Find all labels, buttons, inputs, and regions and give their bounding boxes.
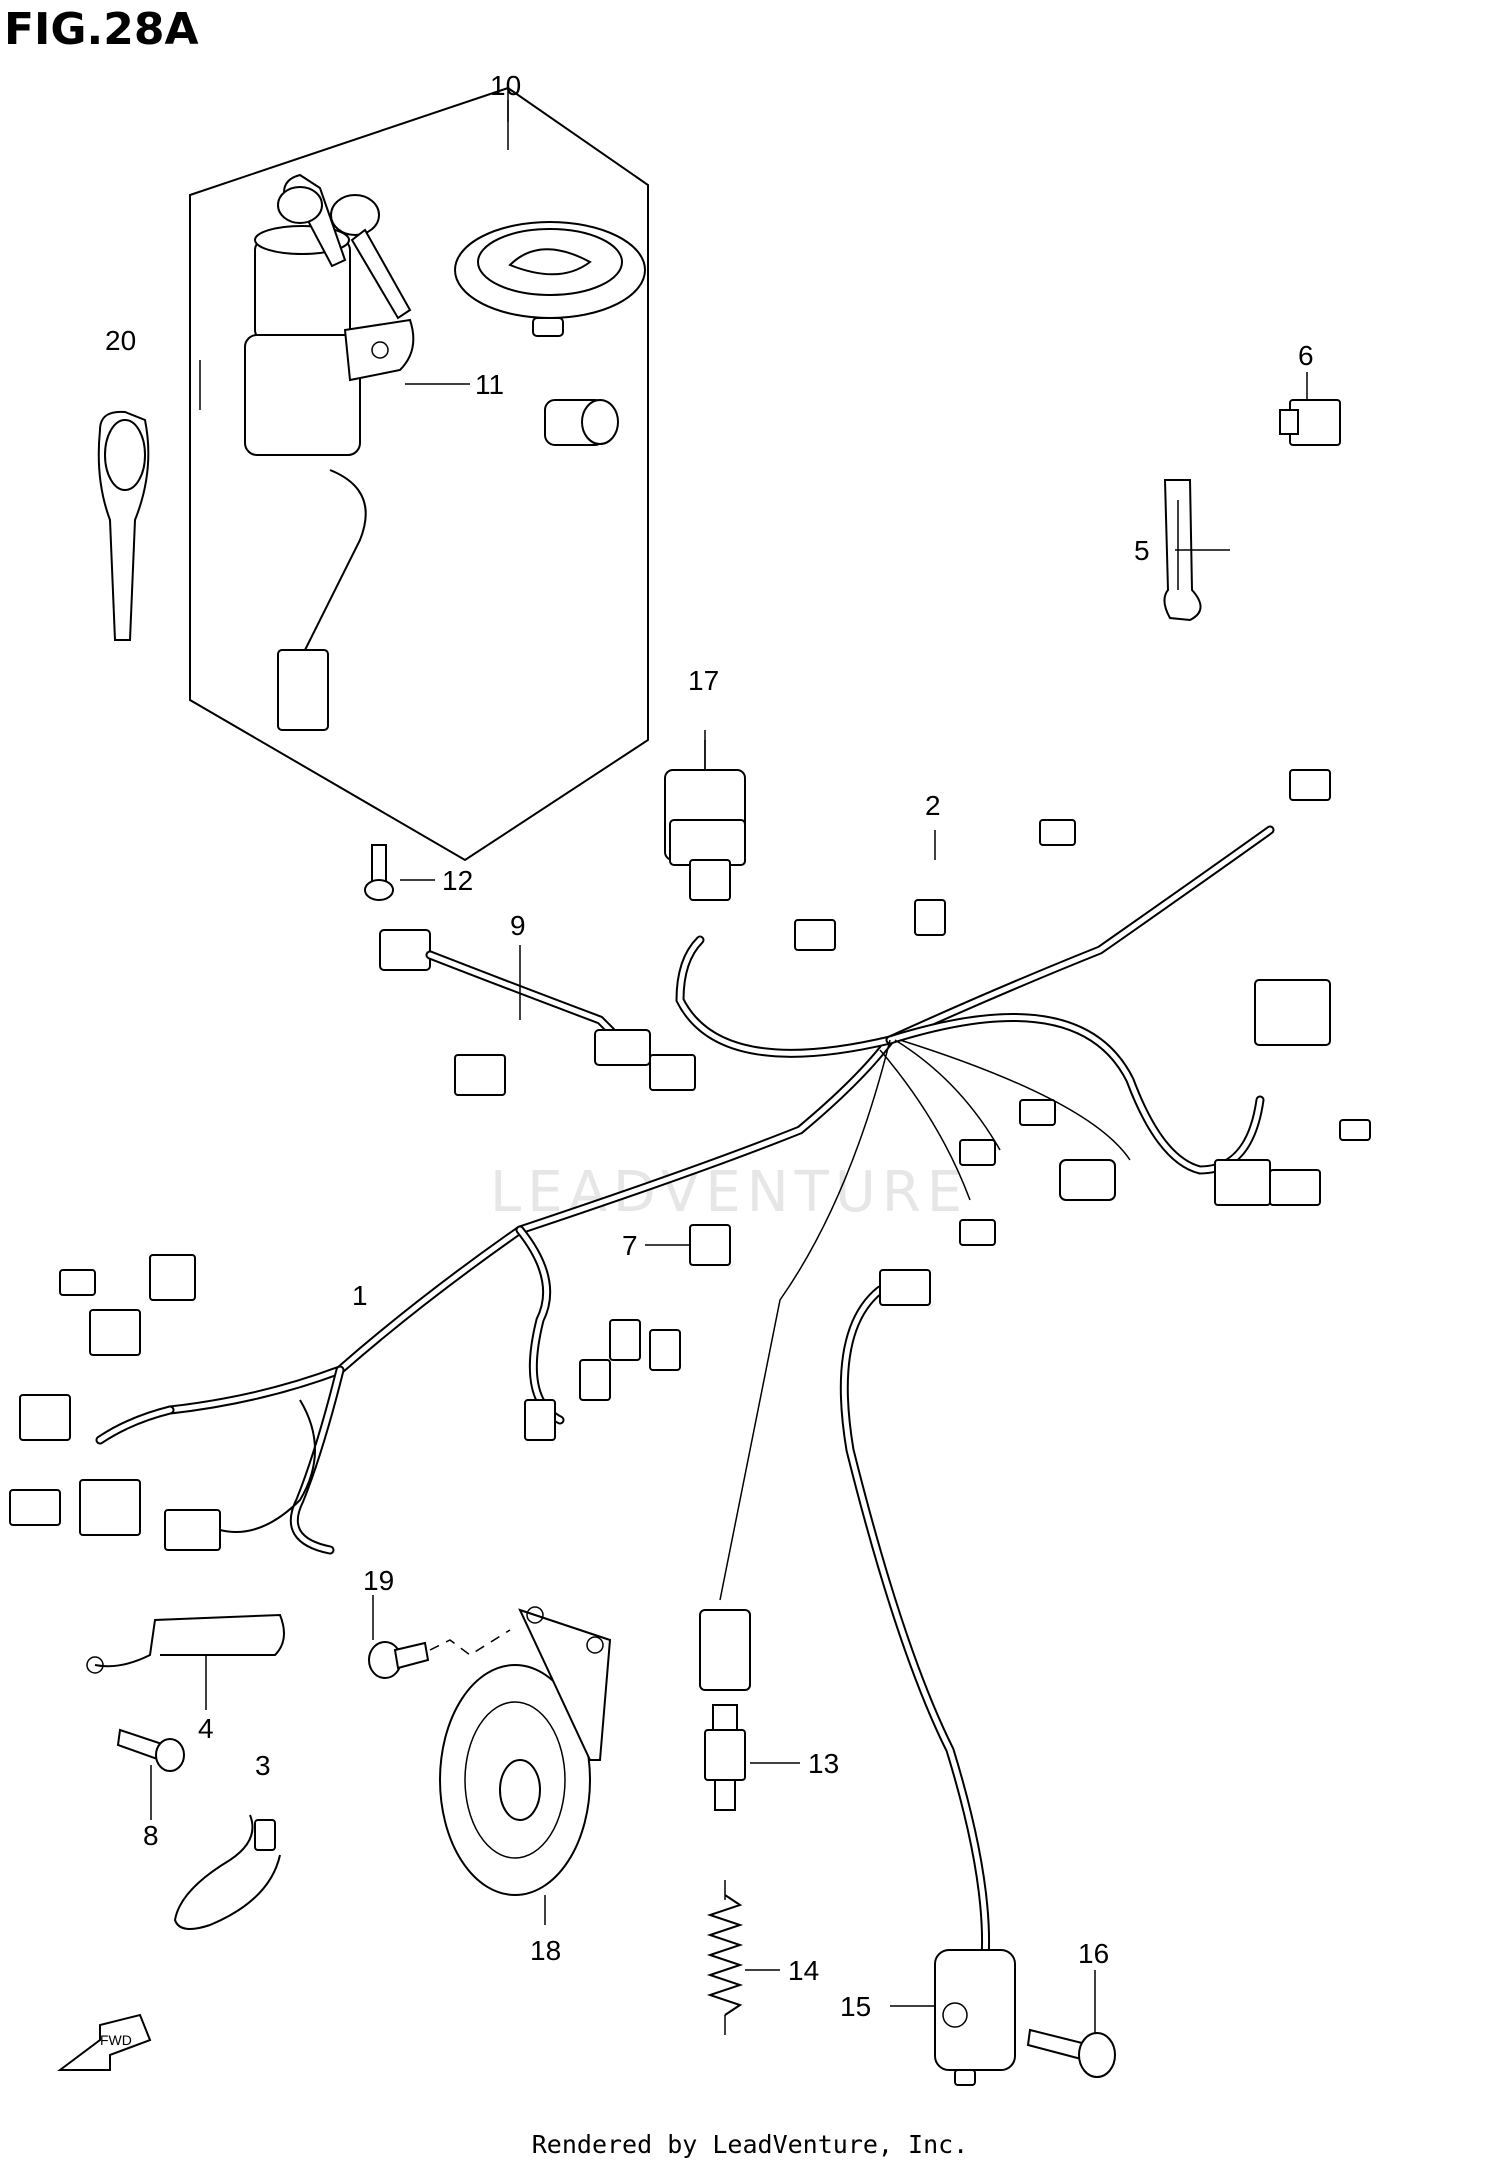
callout-19: 19 (363, 1565, 394, 1596)
callout-14: 14 (788, 1955, 819, 1986)
spare-key[interactable] (97, 410, 150, 641)
callout-7: 7 (622, 1230, 638, 1261)
callout-13: 13 (808, 1748, 839, 1779)
lock-cylinder[interactable] (544, 399, 619, 446)
bolt-16[interactable] (1026, 2028, 1116, 2078)
callout-3: 3 (255, 1750, 271, 1781)
callout-17: 17 (688, 665, 719, 696)
bolt-19[interactable] (368, 1629, 511, 1679)
side-stand-switch[interactable] (839, 1269, 1016, 2086)
sub-harness[interactable] (379, 929, 651, 1066)
bolt-8[interactable] (116, 1728, 185, 1772)
forward-arrow-icon (57, 2013, 152, 2071)
callout-16: 16 (1078, 1938, 1109, 1969)
callout-8: 8 (143, 1820, 159, 1851)
callout-12: 12 (442, 865, 473, 896)
leader-lines (150, 100, 1308, 2033)
callout-6: 6 (1298, 340, 1314, 371)
callout-15: 15 (840, 1991, 871, 2022)
callout-9: 9 (510, 910, 526, 941)
callout-18: 18 (530, 1935, 561, 1966)
main-wiring-harness[interactable] (9, 769, 1371, 1601)
callout-10: 10 (490, 70, 521, 101)
ignition-switch[interactable] (244, 173, 415, 731)
footer-credit: Rendered by LeadVenture, Inc. (531, 2130, 969, 2159)
figure-title: FIG.28A (4, 4, 199, 55)
spring-14[interactable] (706, 1880, 744, 2035)
horn[interactable] (439, 1606, 612, 1896)
callout-labels: 1 2 3 4 5 6 7 8 9 10 11 12 13 14 15 16 1… (100, 70, 1314, 2048)
callout-4: 4 (198, 1713, 214, 1744)
harness-clamp-7[interactable] (689, 1224, 731, 1266)
callout-11: 11 (475, 369, 504, 400)
screw-12[interactable] (364, 844, 394, 901)
fuel-cap[interactable] (454, 221, 646, 337)
callout-20: 20 (105, 325, 136, 356)
callout-2: 2 (925, 790, 941, 821)
clamp-4[interactable] (86, 1613, 285, 1674)
clamp-3[interactable] (173, 1814, 281, 1930)
ignition-kit-box (189, 86, 649, 862)
callout-1: 1 (352, 1280, 368, 1311)
callout-5: 5 (1134, 535, 1150, 566)
fwd-label: FWD (100, 2032, 132, 2048)
relay-small[interactable] (1279, 399, 1341, 446)
neutral-switch[interactable] (699, 1600, 751, 1811)
